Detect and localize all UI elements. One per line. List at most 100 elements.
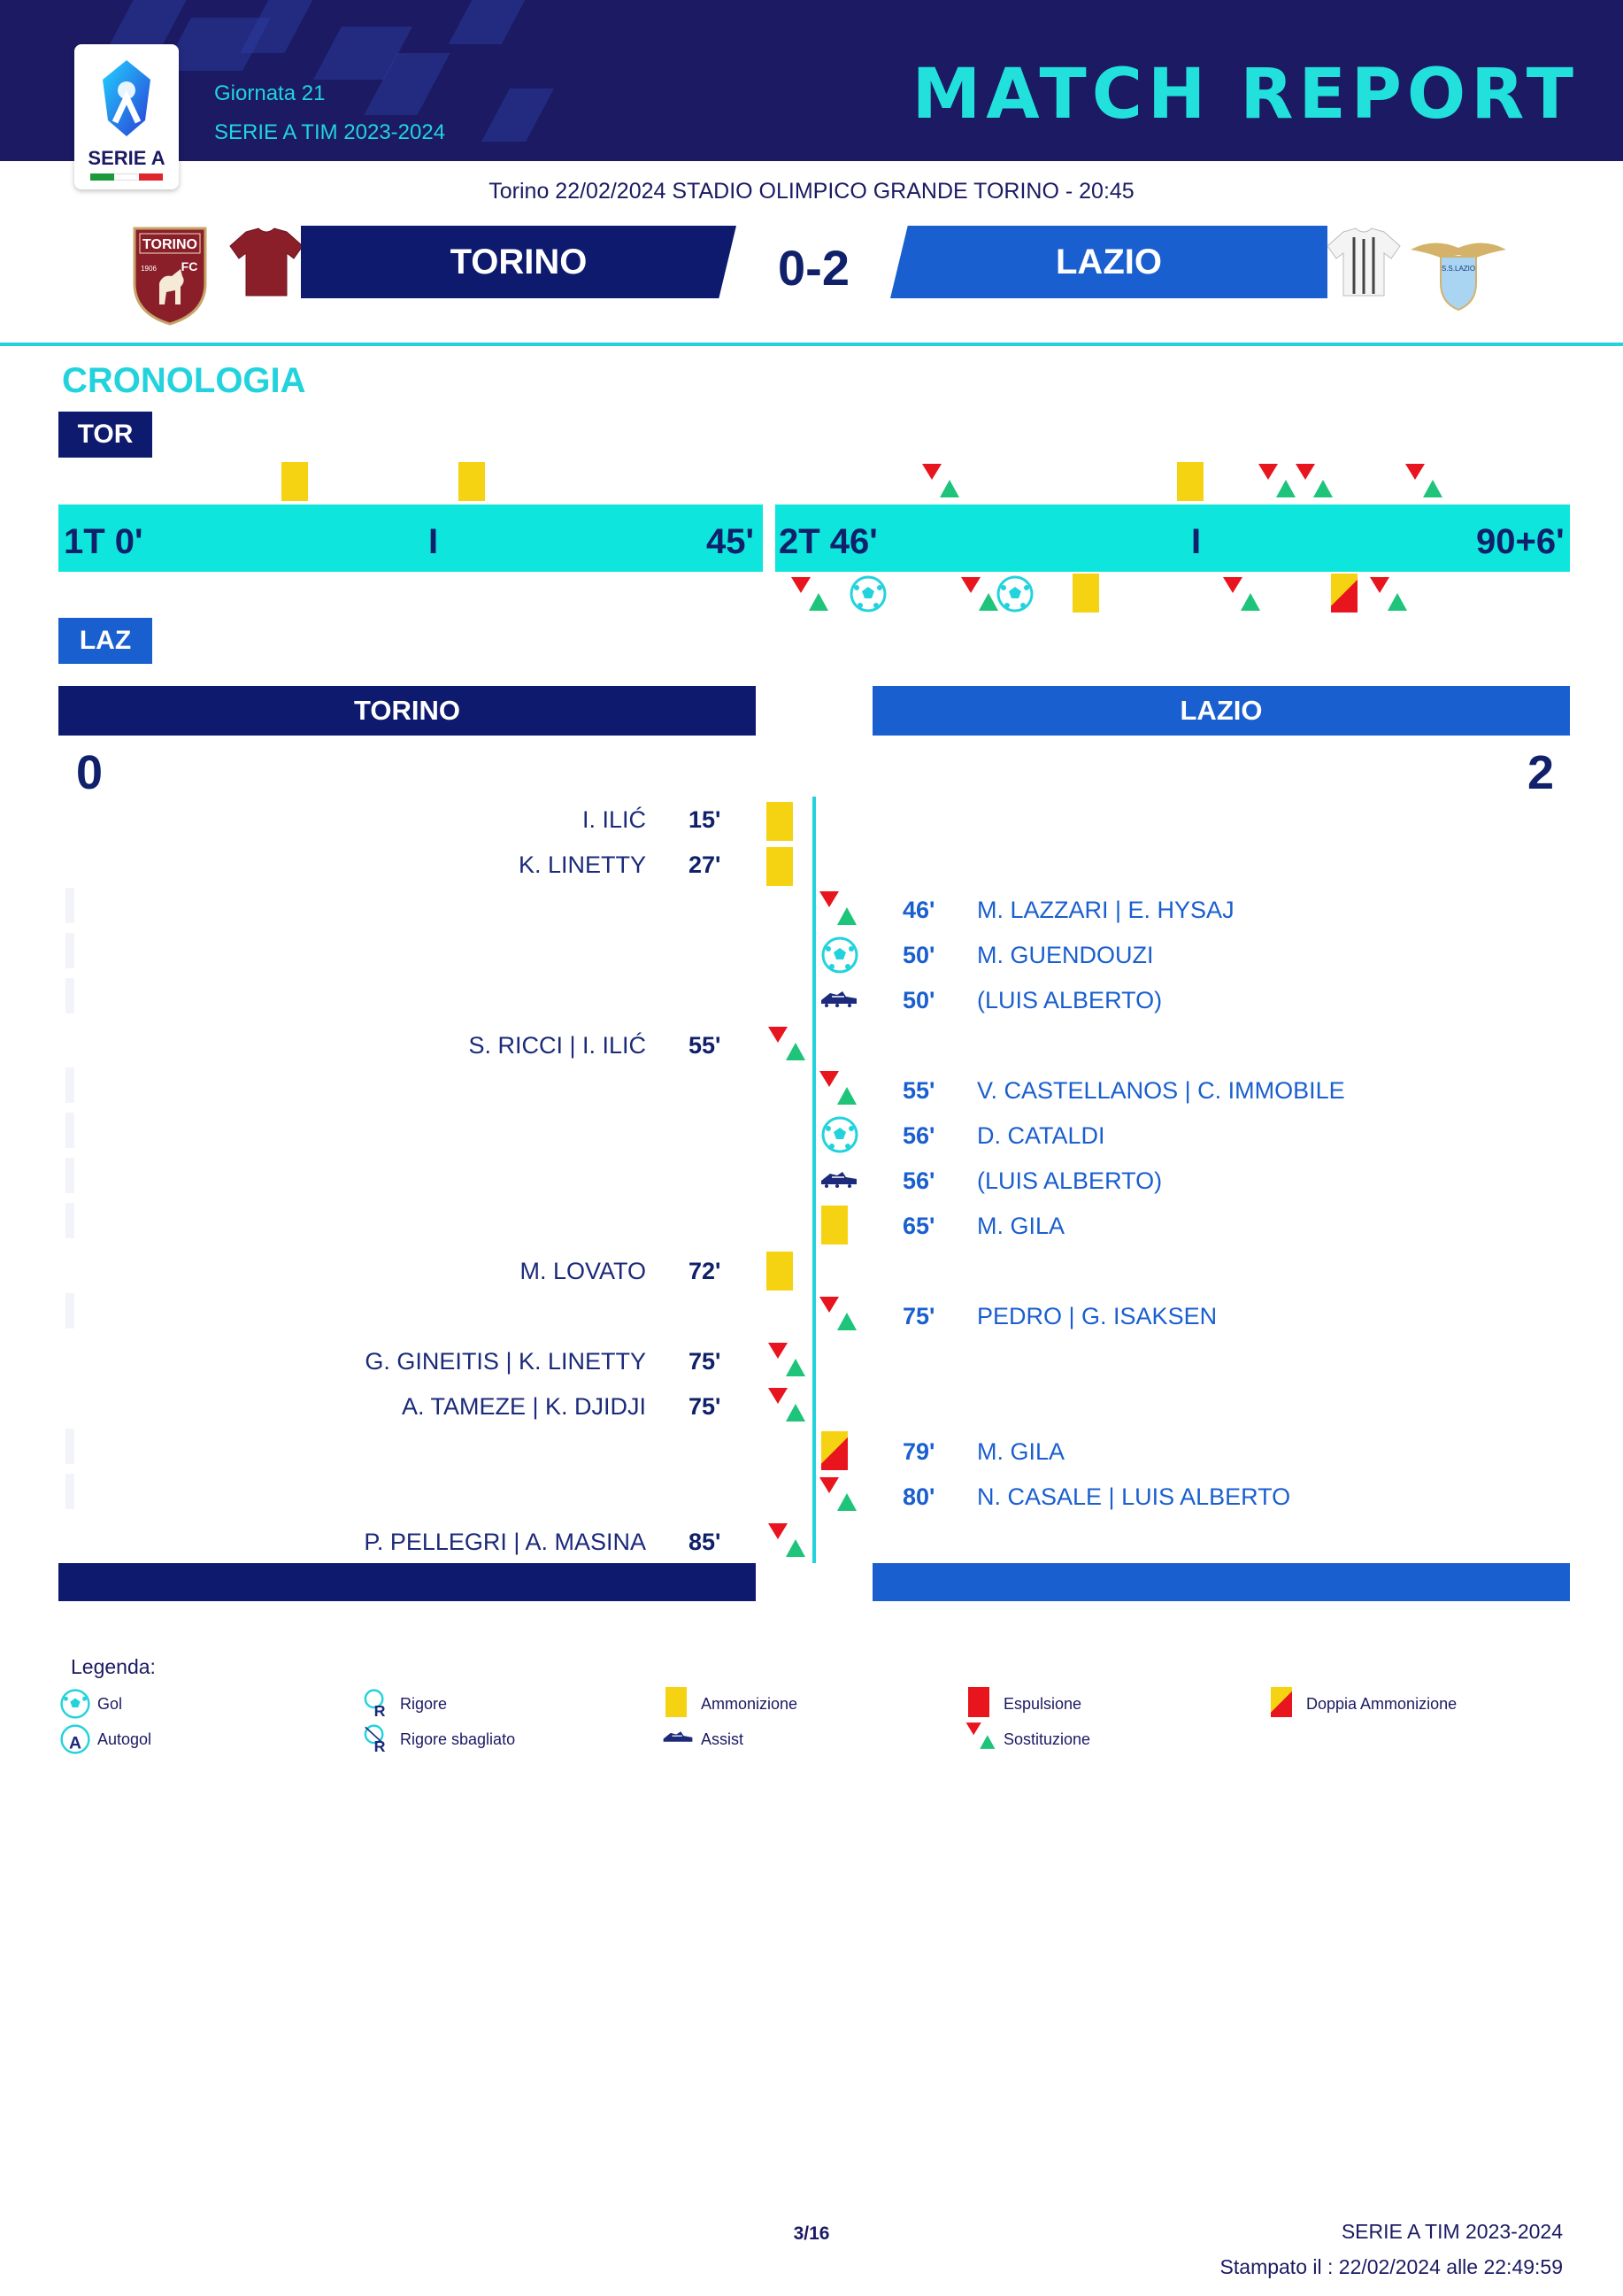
torino-crest-year: 1906 [141, 265, 157, 273]
row-marker [65, 978, 74, 1013]
substitution-icon [961, 577, 998, 611]
row-marker [65, 1067, 74, 1103]
away-team-bar: LAZIO [890, 226, 1327, 298]
events-center-line [812, 797, 816, 1563]
away-event-player: D. CATALDI [977, 1122, 1105, 1149]
serie-a-logo: SERIE A [74, 44, 179, 189]
yellow-card-icon [821, 1206, 848, 1244]
assist-boot-icon [821, 991, 857, 1007]
first-half-mid: I [428, 522, 439, 561]
away-events-footer [873, 1563, 1570, 1601]
row-marker [65, 933, 74, 968]
away-event-player: PEDRO | G. ISAKSEN [977, 1303, 1218, 1329]
substitution-icon [819, 891, 857, 925]
footer-printed: Stampato il : 22/02/2024 alle 22:49:59 [1219, 2255, 1563, 2278]
home-event-player: M. LOVATO [519, 1258, 646, 1284]
yellow-card-icon [665, 1687, 687, 1717]
home-events-header: TORINO [58, 686, 756, 736]
goal-ball-icon [850, 575, 887, 613]
substitution-icon [1370, 577, 1407, 611]
home-event-minute: 72' [688, 1258, 721, 1284]
substitution-icon [1405, 464, 1442, 497]
legend-yellow: Ammonizione [701, 1695, 798, 1713]
substitution-icon [819, 1477, 857, 1511]
away-team-name: LAZIO [1056, 242, 1162, 281]
away-event-player: N. CASALE | LUIS ALBERTO [977, 1483, 1291, 1510]
goal-ball-icon [821, 936, 858, 974]
own-goal-mark: A [69, 1734, 81, 1753]
header-divider [0, 343, 1623, 346]
home-event-player: P. PELLEGRI | A. MASINA [364, 1529, 646, 1555]
substitution-icon [768, 1343, 805, 1376]
header-decor [481, 89, 554, 142]
assist-boot-icon [663, 1731, 693, 1742]
footer-season: SERIE A TIM 2023-2024 [1341, 2220, 1563, 2243]
round-label: Giornata 21 [214, 81, 326, 105]
substitution-icon [965, 1722, 996, 1749]
row-marker [65, 1429, 74, 1464]
away-event-player: V. CASTELLANOS | C. IMMOBILE [977, 1077, 1345, 1104]
home-event-minute: 85' [688, 1529, 721, 1555]
away-event-player: (LUIS ALBERTO) [977, 1167, 1163, 1194]
double-yellow-card-icon [821, 1431, 848, 1470]
red-card-icon [968, 1687, 989, 1717]
yellow-card-icon [766, 802, 793, 841]
away-event-player: M. GUENDOUZI [977, 942, 1154, 968]
logo-text: SERIE A [88, 147, 165, 169]
row-marker [65, 1474, 74, 1509]
second-half-start: 2T 46' [779, 522, 878, 561]
away-event-minute: 65' [903, 1213, 935, 1239]
first-half-bar [58, 505, 763, 572]
missed-penalty-mark: R [374, 1737, 386, 1754]
home-event-player: I. ILIĆ [581, 806, 646, 833]
season-label: SERIE A TIM 2023-2024 [214, 120, 446, 144]
missed-penalty-icon: R [364, 1724, 386, 1754]
lazio-crest-icon: S.S.LAZIO [1411, 243, 1506, 312]
yellow-card-icon [766, 1252, 793, 1291]
home-goals: 0 [76, 746, 104, 799]
away-event-minute: 55' [903, 1077, 935, 1104]
legend-title: Legenda: [71, 1655, 156, 1678]
header-decor [448, 0, 526, 44]
away-event-minute: 56' [903, 1167, 935, 1194]
away-event-minute: 46' [903, 897, 935, 923]
torino-crest-fc: FC [181, 259, 198, 274]
first-half-end: 45' [706, 522, 755, 561]
legend-double-yellow: Doppia Ammonizione [1306, 1695, 1458, 1713]
away-code-tag: LAZ [58, 618, 152, 664]
row-marker [65, 1158, 74, 1193]
yellow-card-icon [458, 462, 485, 501]
home-code-tag: TOR [58, 412, 152, 458]
away-event-player: M. GILA [977, 1213, 1065, 1239]
home-event-minute: 75' [688, 1393, 721, 1420]
torino-crest: TORINO FC 1906 [129, 225, 211, 330]
double-yellow-card-icon [1331, 574, 1358, 613]
lazio-crest: S.S.LAZIO [1407, 232, 1510, 316]
second-half-bar [775, 505, 1570, 572]
home-event-player: A. TAMEZE | K. DJIDJI [401, 1393, 646, 1420]
goal-ball-icon [60, 1689, 90, 1719]
yellow-card-icon [1177, 462, 1204, 501]
legend-assist: Assist [701, 1730, 744, 1748]
row-marker [65, 1203, 74, 1238]
substitution-icon [1258, 464, 1296, 497]
second-half-mid: I [1191, 522, 1202, 561]
legend-red: Espulsione [1004, 1695, 1082, 1713]
match-score: 0-2 [778, 240, 850, 296]
home-events-footer [58, 1563, 756, 1601]
torino-crest-icon: TORINO FC 1906 [133, 227, 207, 326]
legend-penalty: Rigore [400, 1695, 448, 1713]
serie-a-logo-icon [103, 60, 150, 136]
away-events-header: LAZIO [873, 686, 1570, 736]
lazio-crest-name: S.S.LAZIO [1442, 265, 1475, 273]
legend-own-goal: Autogol [97, 1730, 152, 1748]
row-marker [65, 1293, 74, 1329]
goal-ball-icon [996, 575, 1034, 613]
row-marker [65, 888, 74, 923]
double-yellow-card-icon [1271, 1687, 1292, 1717]
away-event-minute: 80' [903, 1483, 935, 1510]
away-event-player: (LUIS ALBERTO) [977, 987, 1163, 1013]
home-event-player: G. GINEITIS | K. LINETTY [365, 1348, 646, 1375]
shirt-icon [229, 227, 304, 297]
away-event-minute: 79' [903, 1438, 935, 1465]
